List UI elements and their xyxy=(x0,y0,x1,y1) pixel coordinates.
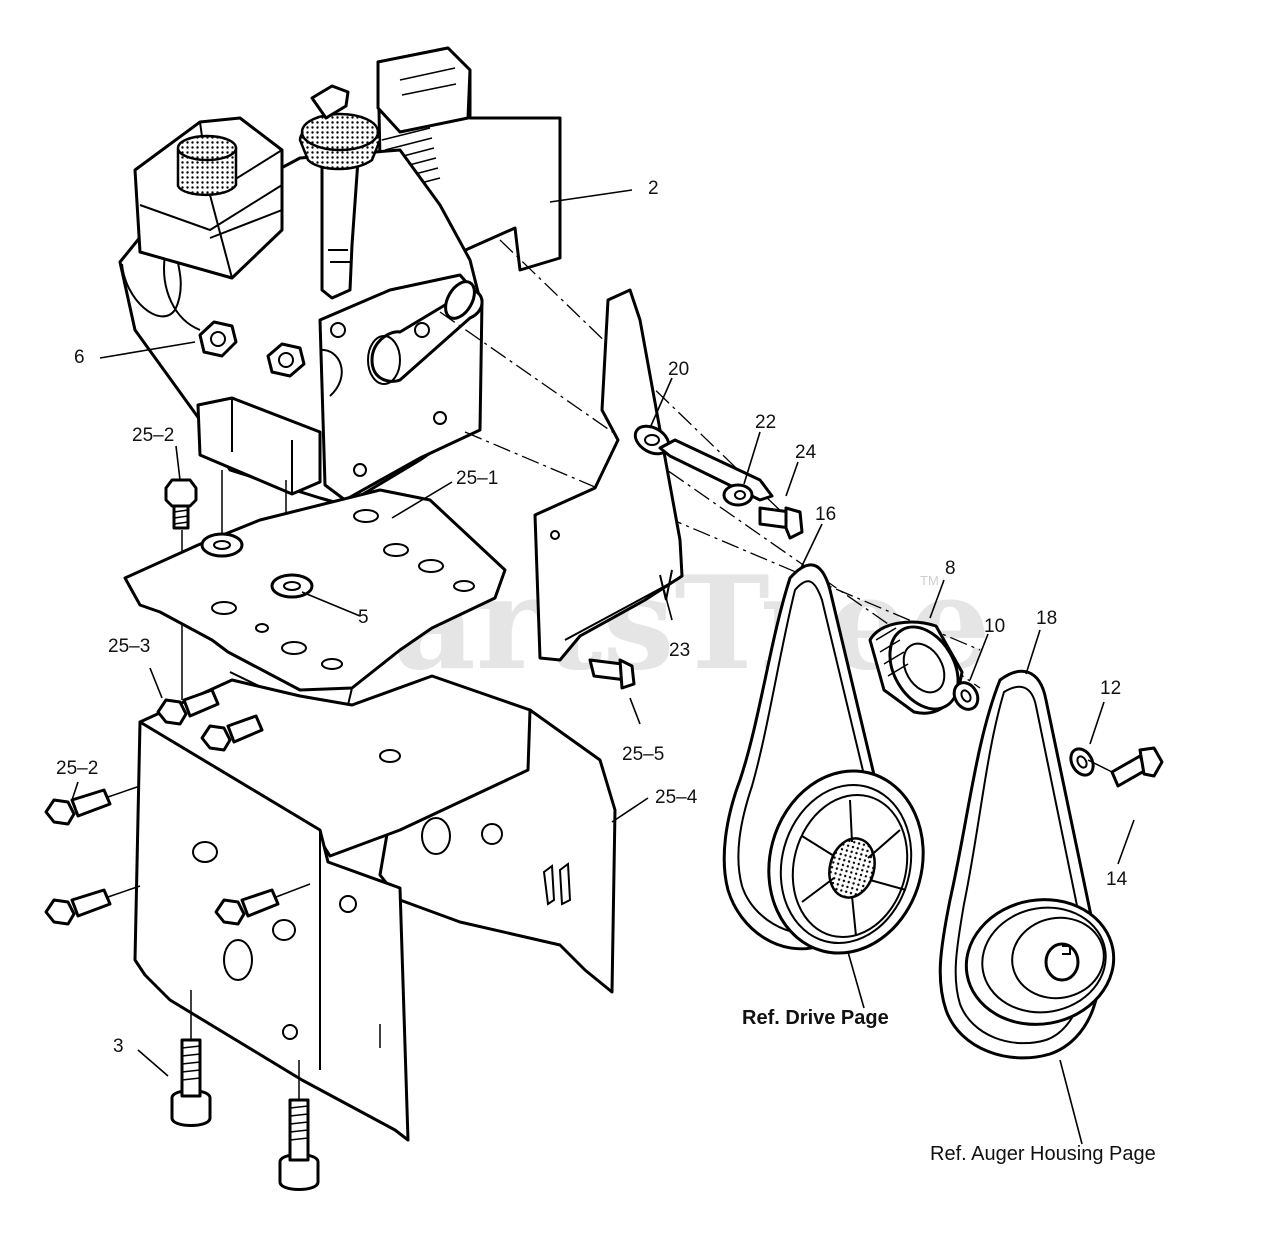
carriage-bolt-3 xyxy=(170,990,320,1191)
belt-guide-bracket-23 xyxy=(533,288,684,662)
drive-pulley xyxy=(767,769,925,955)
engine-assembly xyxy=(118,46,562,507)
axis-line-crankshaft xyxy=(439,311,981,689)
callout-25-3: 25–3 xyxy=(108,636,150,657)
callout-25-4: 25–4 xyxy=(655,787,698,808)
callout-6: 6 xyxy=(74,347,85,368)
washer-22 xyxy=(722,483,754,507)
bolt-25-2-bottom xyxy=(44,785,311,926)
callout-25-1: 25–1 xyxy=(456,468,498,489)
callout-25-2-bottom: 25–2 xyxy=(56,758,98,779)
callout-10: 10 xyxy=(984,616,1005,637)
callout-2: 2 xyxy=(648,178,659,199)
auger-pulley xyxy=(964,898,1116,1026)
axis-line-pulley xyxy=(464,431,981,651)
washer-12 xyxy=(1069,747,1095,777)
callout-3: 3 xyxy=(113,1036,124,1057)
spacer-10 xyxy=(952,681,980,711)
callout-20: 20 xyxy=(668,359,689,380)
callout-labels: 2 6 20 22 24 16 25–2 25–1 8 5 23 10 18 2… xyxy=(56,178,1128,1057)
lock-washer-5 xyxy=(200,532,314,599)
callout-22: 22 xyxy=(755,412,776,433)
callout-5: 5 xyxy=(358,607,369,628)
bolt-14 xyxy=(1087,746,1164,788)
ref-auger-housing-page: Ref. Auger Housing Page xyxy=(930,1143,1156,1165)
bolt-25-2-top xyxy=(164,478,198,530)
callout-23: 23 xyxy=(669,640,690,661)
ref-drive-page: Ref. Drive Page xyxy=(742,1007,889,1029)
callout-12: 12 xyxy=(1100,678,1121,699)
bolt-24 xyxy=(758,506,804,540)
callout-8: 8 xyxy=(945,558,956,579)
bolt-25-5 xyxy=(588,658,636,690)
callout-25-5: 25–5 xyxy=(622,744,664,765)
callout-24: 24 xyxy=(795,442,817,463)
callout-18: 18 xyxy=(1036,608,1057,629)
leader-lines xyxy=(71,189,1135,1145)
watermark-tm: TM xyxy=(920,573,939,588)
callout-25-2-top: 25–2 xyxy=(132,425,174,446)
nut-6 xyxy=(198,320,306,378)
callout-14: 14 xyxy=(1106,869,1128,890)
frame-panel-25-4 xyxy=(133,674,617,1142)
bolt-25-3 xyxy=(156,688,264,752)
engine-pulley-8 xyxy=(868,620,964,715)
callout-16: 16 xyxy=(815,504,836,525)
